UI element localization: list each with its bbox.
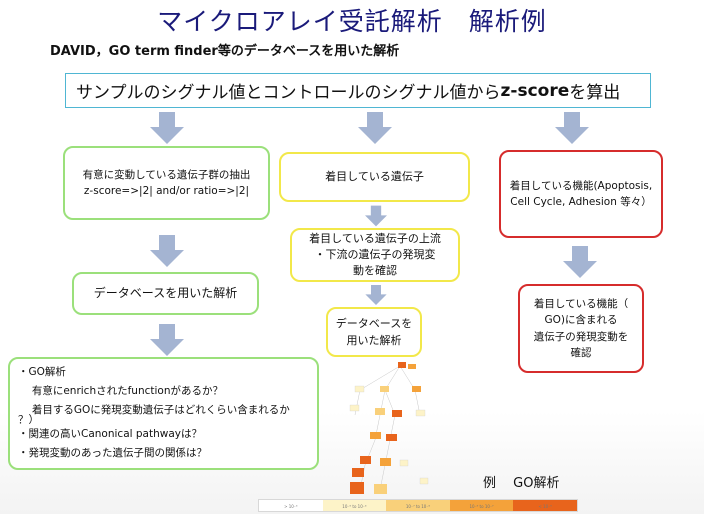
zscore-text-pre: サンプルのシグナル値とコントロールのシグナル値から — [76, 83, 501, 103]
down-arrow-icon — [563, 246, 597, 278]
down-arrow-icon — [365, 285, 387, 305]
db-analysis-box-center: データベースを 用いた解析 — [326, 307, 422, 357]
function-genes-box: 着目している機能（ GO)に含まれる 遺伝子の発現変動を 確認 — [518, 284, 644, 373]
zscore-text-bold: z-score — [500, 80, 570, 101]
legend-item: 10⁻⁷ to 10⁻⁵ — [386, 500, 450, 511]
list-item: 着目するGOに発現変動遺伝子はどれくらい含まれるか — [18, 404, 290, 416]
target-function-box: 着目している機能(Apoptosis, Cell Cycle, Adhesion… — [499, 150, 663, 238]
db-analysis-box-left: データベースを用いた解析 — [72, 272, 259, 315]
target-gene-box: 着目している遺伝子 — [279, 152, 470, 202]
target-function-line1: 着目している機能(Apoptosis, — [509, 179, 653, 192]
upstream-line1: 着目している遺伝子の上流 — [309, 232, 441, 246]
list-item: ・発現変動のあった遺伝子間の関係は？ — [18, 447, 207, 459]
list-item: ・GO解析 — [18, 366, 66, 378]
down-arrow-icon — [365, 205, 387, 227]
list-item: ？） — [18, 414, 39, 426]
db-center-line2: 用いた解析 — [346, 334, 402, 347]
analysis-items-box: ・GO解析 有意にenrichされたfunctionがあるか？ 着目するGOに発… — [8, 357, 319, 470]
upstream-line2: ・下流の遺伝子の発現変 — [314, 248, 436, 262]
db-center-line1: データベースを — [335, 316, 413, 330]
function-genes-line1: 着目している機能（ — [533, 297, 629, 310]
upstream-downstream-box: 着目している遺伝子の上流 ・下流の遺伝子の発現変 動を確認 — [290, 228, 460, 282]
extract-genes-line2: z-score=>|2| and/or ratio=>|2| — [83, 185, 250, 197]
extract-genes-box: 有意に変動している遺伝子群の抽出 z-score=>|2| and/or rat… — [63, 146, 270, 220]
legend-item: 10⁻⁵ to 10⁻³ — [322, 500, 387, 511]
upstream-line3: 動を確認 — [353, 263, 397, 277]
pvalue-legend: > 10⁻³ 10⁻⁵ to 10⁻³ 10⁻⁷ to 10⁻⁵ 10⁻⁹ to… — [258, 499, 578, 512]
list-item: 有意にenrichされたfunctionがあるか？ — [18, 385, 224, 397]
down-arrow-icon — [555, 112, 589, 144]
down-arrow-icon — [150, 324, 184, 356]
down-arrow-icon — [150, 112, 184, 144]
page-subtitle: DAVID，GO term finder等のデータベースを用いた解析 — [50, 44, 400, 59]
list-item: ・関連の高いCanonical pathwayは？ — [18, 428, 202, 440]
function-genes-line3: 遺伝子の発現変動を — [533, 330, 629, 343]
page-title: マイクロアレイ受託解析 解析例 — [157, 7, 547, 36]
go-tree-graphic — [349, 362, 429, 494]
legend-item: < 10⁻⁹ — [513, 500, 577, 511]
zscore-text-post: を算出 — [569, 83, 621, 103]
example-label: 例 GO解析 — [483, 476, 560, 491]
target-function-line2: Cell Cycle, Adhesion 等々） — [510, 196, 652, 208]
legend-item: 10⁻⁹ to 10⁻⁷ — [449, 500, 514, 511]
down-arrow-icon — [358, 112, 392, 144]
extract-genes-line1: 有意に変動している遺伝子群の抽出 — [82, 168, 251, 181]
down-arrow-icon — [150, 235, 184, 267]
legend-item: > 10⁻³ — [259, 500, 323, 511]
function-genes-line2: GO)に含まれる — [544, 314, 618, 327]
function-genes-line4: 確認 — [570, 346, 592, 359]
